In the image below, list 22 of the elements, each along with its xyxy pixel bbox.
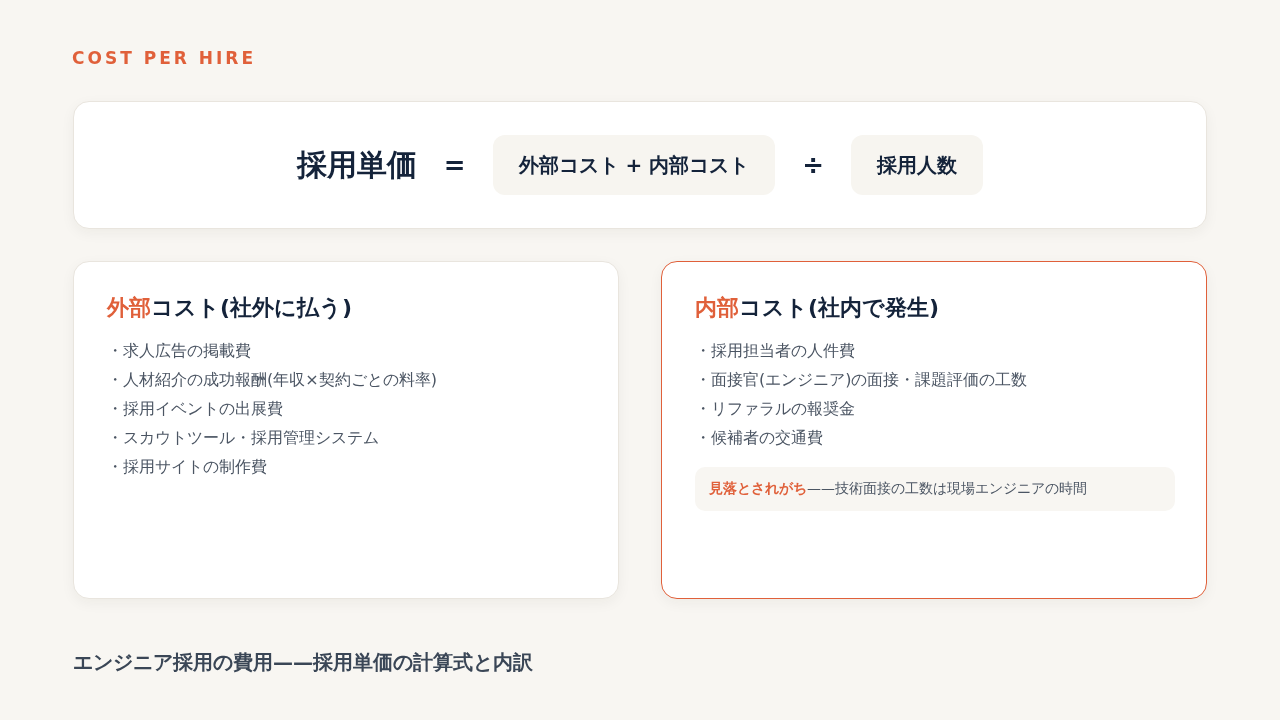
section-label: COST PER HIRE — [72, 47, 257, 69]
list-item: ・面接官(エンジニア)の面接・課題評価の工数 — [695, 369, 1028, 391]
cost-card — [73, 261, 619, 599]
cost-card — [661, 261, 1207, 599]
list-item: ・採用担当者の人件費 — [695, 340, 855, 362]
list-item: ・求人広告の掲載費 — [107, 340, 251, 362]
formula-chip: 採用人数 — [851, 135, 984, 195]
caption: エンジニア採用の費用——採用単価の計算式と内訳 — [73, 649, 533, 676]
list-item: ・候補者の交通費 — [695, 427, 823, 449]
card-heading: 内部コスト(社内で発生) — [695, 294, 940, 322]
list-item: ・採用サイトの制作費 — [107, 456, 267, 478]
list-item: ・人材紹介の成功報酬(年収×契約ごとの料率) — [107, 369, 437, 391]
list-item: ・リファラルの報奨金 — [695, 398, 855, 420]
note-callout: 見落とされがち——技術面接の工数は現場エンジニアの時間 — [695, 467, 1175, 511]
formula-chip: 外部コスト + 内部コスト — [492, 135, 776, 195]
equals-sign: = — [443, 149, 466, 182]
list-item: ・採用イベントの出展費 — [107, 398, 283, 420]
list-item: ・スカウトツール・採用管理システム — [107, 427, 379, 449]
formula-term: 採用単価 — [296, 146, 417, 184]
formula-card — [73, 101, 1207, 229]
card-heading: 外部コスト(社外に払う) — [107, 294, 353, 322]
division-sign: ÷ — [802, 149, 825, 182]
